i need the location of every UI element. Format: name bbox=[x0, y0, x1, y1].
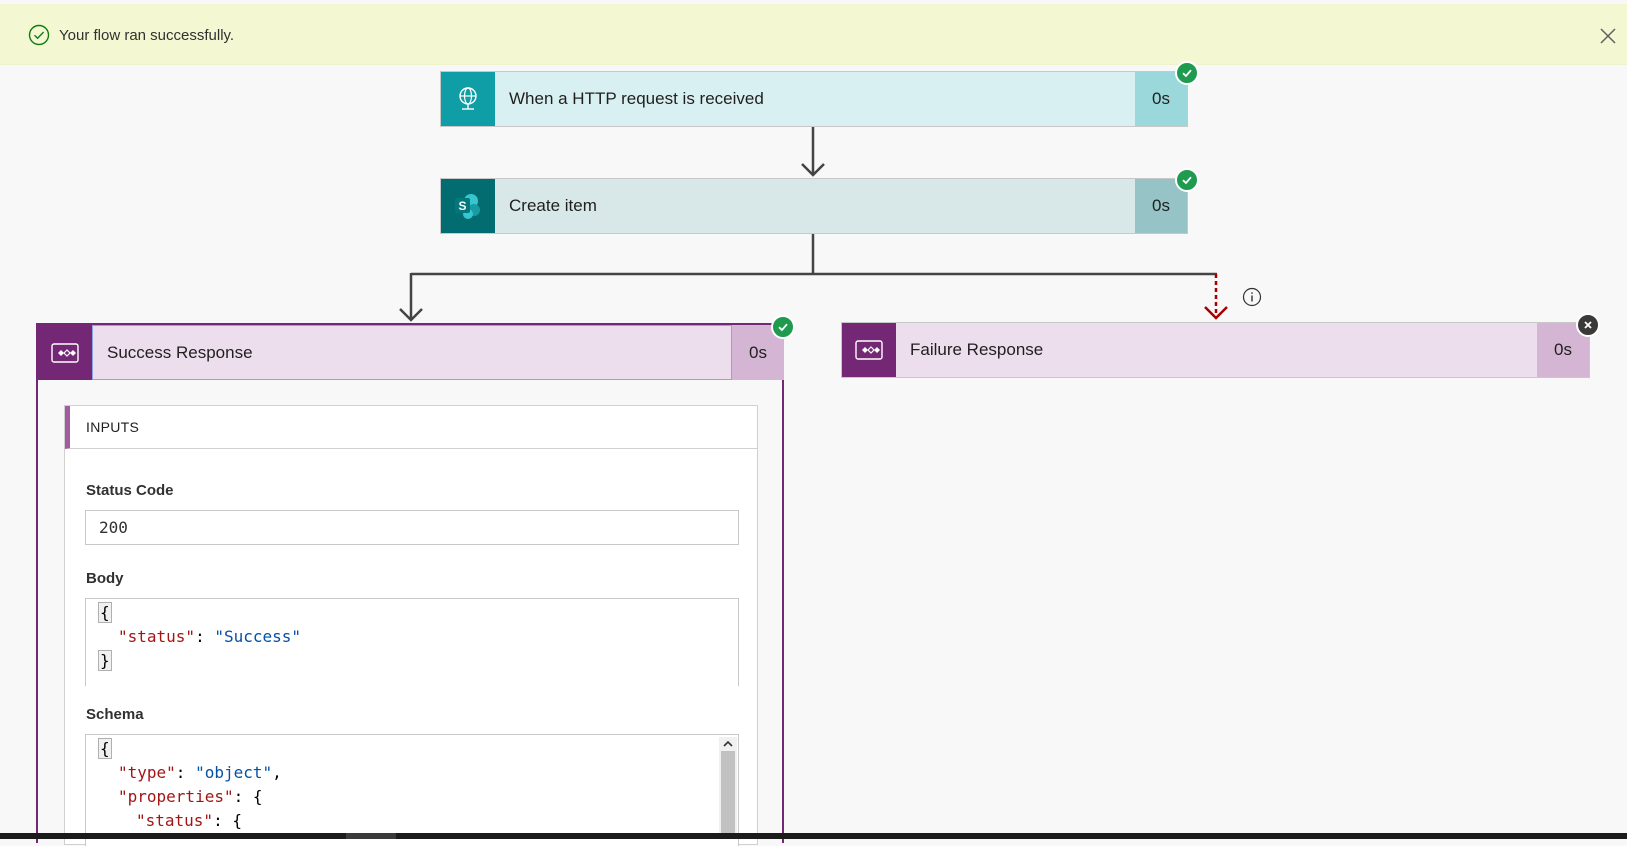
code-value: "object" bbox=[195, 763, 273, 782]
code-key: "status" bbox=[118, 627, 196, 646]
step-card-failure-response[interactable]: Failure Response 0s bbox=[841, 322, 1590, 378]
schema-label: Schema bbox=[86, 706, 144, 723]
code-key: "properties" bbox=[118, 787, 234, 806]
step-card-create-item[interactable]: S Create item 0s bbox=[440, 178, 1188, 234]
code-brace: } bbox=[98, 650, 112, 671]
code-colon: : bbox=[233, 787, 253, 806]
close-icon[interactable] bbox=[1598, 26, 1618, 46]
step-title: When a HTTP request is received bbox=[509, 89, 764, 108]
step-title: Failure Response bbox=[910, 340, 1044, 359]
status-code-label: Status Code bbox=[86, 482, 174, 499]
code-colon: : bbox=[175, 763, 196, 782]
step-title: Create item bbox=[509, 196, 597, 215]
success-banner: Your flow ran successfully. bbox=[0, 4, 1627, 65]
code-value: "Success" bbox=[214, 627, 302, 646]
code-brace: { bbox=[252, 787, 263, 806]
step-title: Success Response bbox=[92, 325, 732, 380]
step-card-success-response[interactable]: Success Response 0s bbox=[38, 325, 784, 380]
scrollbar-thumb[interactable] bbox=[721, 751, 735, 839]
body-field[interactable]: { "status": "Success" } bbox=[85, 598, 739, 686]
response-icon bbox=[38, 325, 92, 380]
step-duration: 0s bbox=[1135, 179, 1187, 233]
info-icon[interactable] bbox=[1242, 287, 1262, 307]
code-brace: { bbox=[232, 811, 242, 830]
code-key: "type" bbox=[118, 763, 176, 782]
chevron-up-icon[interactable] bbox=[723, 739, 733, 749]
code-colon: : bbox=[213, 811, 233, 830]
taskbar-edge bbox=[0, 833, 1627, 839]
code-key: "status" bbox=[136, 811, 214, 830]
step-duration: 0s bbox=[732, 325, 784, 380]
code-brace: { bbox=[98, 738, 112, 759]
banner-message: Your flow ran successfully. bbox=[59, 27, 235, 44]
failed-status-icon bbox=[1576, 313, 1600, 337]
http-request-icon bbox=[441, 72, 495, 126]
inputs-section: INPUTS Status Code 200 Body { "status": … bbox=[64, 405, 758, 846]
status-code-field[interactable]: 200 bbox=[85, 510, 739, 545]
body-label: Body bbox=[86, 570, 124, 587]
code-comma: , bbox=[272, 763, 282, 782]
inputs-header: INPUTS bbox=[65, 406, 757, 449]
check-circle-icon bbox=[28, 24, 50, 46]
success-status-icon bbox=[1175, 168, 1199, 192]
code-brace: { bbox=[98, 602, 112, 623]
response-icon bbox=[842, 323, 896, 377]
success-status-icon bbox=[771, 315, 795, 339]
sharepoint-icon: S bbox=[441, 179, 495, 233]
step-card-http-trigger[interactable]: When a HTTP request is received 0s bbox=[440, 71, 1188, 127]
svg-text:S: S bbox=[458, 199, 466, 213]
schema-field[interactable]: { "type": "object", "properties": { "sta… bbox=[85, 734, 739, 846]
code-colon: : bbox=[195, 627, 215, 646]
status-code-value: 200 bbox=[99, 518, 128, 537]
schema-scrollbar[interactable] bbox=[719, 737, 737, 839]
success-status-icon bbox=[1175, 61, 1199, 85]
